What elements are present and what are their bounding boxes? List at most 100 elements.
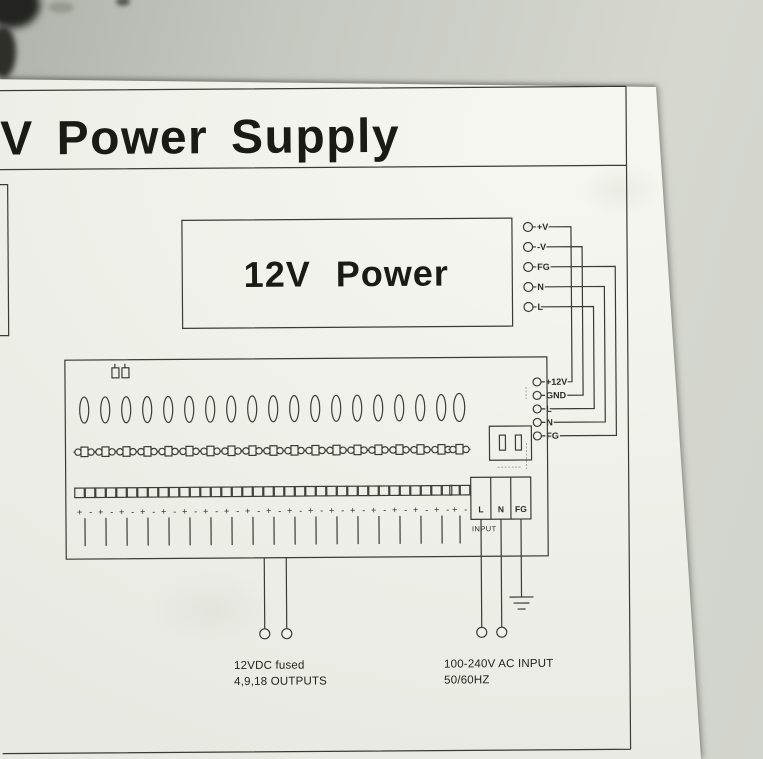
- power-supply-box-label: 12V Power: [244, 253, 449, 295]
- fuse-end-cap: [410, 445, 418, 454]
- fuse-holder-icon: [310, 394, 321, 423]
- plus-label: +: [224, 506, 229, 516]
- wire: [532, 305, 595, 410]
- minus-label: -: [89, 507, 92, 517]
- fuse-holder-icon: [373, 394, 384, 422]
- spare-fuse-cartridge-icon: [498, 434, 507, 451]
- fuse-end-cap: [318, 446, 326, 455]
- plus-label: +: [392, 505, 397, 515]
- spare-fuse-box: [488, 425, 533, 461]
- fuse-body-icon: [185, 445, 194, 457]
- plus-label: +: [434, 505, 439, 515]
- output-terminal: [336, 485, 348, 497]
- fuse-holder-icon: [121, 396, 132, 424]
- output-terminal: [273, 486, 285, 497]
- fuse-end-cap: [150, 447, 158, 456]
- board-terminal: [532, 377, 542, 387]
- fine-print-marks: [497, 386, 528, 469]
- psu-terminal-label: -V: [537, 242, 546, 252]
- minus-label: -: [341, 505, 344, 515]
- output-terminal: [305, 485, 316, 497]
- fuse-body-icon: [437, 443, 446, 455]
- dc-output-terminal: [259, 628, 271, 640]
- ac-input-wires: [480, 519, 503, 628]
- ac-input-label: INPUT: [472, 524, 497, 533]
- output-terminal: [105, 487, 117, 499]
- fuse-body-icon: [248, 445, 257, 457]
- minus-label: -: [278, 506, 281, 516]
- output-terminal: [399, 485, 411, 496]
- psu-terminal: [523, 261, 534, 273]
- power-supply-box: [181, 217, 514, 329]
- ac-terminal-label: N: [498, 504, 504, 514]
- plus-label: +: [452, 504, 457, 514]
- output-terminal: [357, 485, 369, 497]
- wall-stain-left: [0, 26, 16, 78]
- output-terminal: [179, 486, 190, 498]
- output-terminal: [210, 486, 222, 498]
- wall-smudge: [48, 2, 74, 13]
- plus-label: +: [140, 507, 145, 517]
- fuse-end-cap: [158, 447, 166, 456]
- psu-terminal: [523, 301, 534, 313]
- fuse-holder-icon: [184, 395, 195, 423]
- board-terminal: [532, 404, 542, 414]
- minus-label: -: [383, 505, 386, 515]
- output-terminal: [95, 487, 106, 499]
- psu-terminal-label: N: [537, 282, 544, 292]
- board-terminal: [532, 417, 542, 428]
- fuse-holder-icon: [331, 394, 342, 422]
- minus-label: -: [152, 507, 155, 517]
- fuse-end-cap: [171, 447, 179, 456]
- fuse-body-icon: [80, 446, 89, 458]
- fuse-end-cap: [462, 445, 470, 454]
- wire: [532, 226, 573, 383]
- minus-label: -: [446, 505, 449, 515]
- minus-label: -: [131, 507, 134, 517]
- plus-label: +: [350, 505, 355, 515]
- plus-label: +: [77, 507, 82, 517]
- wire: [532, 265, 617, 437]
- fuse-and-output-rows: +-+-+-+-+-+-+-+-+-+-+-+-+-+-+-+-+-+-+-: [73, 392, 471, 547]
- output-terminal: [294, 485, 306, 497]
- output-terminal: [389, 485, 400, 497]
- ac-input-caption-line2: 50/60HZ: [444, 674, 490, 686]
- fuse-end-cap: [74, 448, 82, 456]
- output-terminal: [326, 485, 337, 497]
- fuse-holder-icon: [415, 394, 426, 422]
- output-terminal: [84, 487, 96, 499]
- fuse-body-icon: [395, 444, 404, 456]
- output-terminal: [231, 486, 243, 498]
- fuse-end-cap: [221, 447, 229, 455]
- output-terminal: [315, 485, 327, 497]
- fuse-holder-icon: [247, 395, 258, 423]
- plus-label: +: [203, 506, 208, 516]
- plus-label: +: [266, 506, 271, 516]
- fuse-body-icon: [122, 446, 131, 457]
- wall-speck: [116, 0, 130, 6]
- printed-frame: [0, 85, 632, 755]
- plus-label: +: [329, 505, 334, 515]
- psu-terminal: [523, 281, 534, 293]
- plus-label: +: [98, 507, 103, 517]
- fuse-end-cap: [179, 447, 187, 456]
- fuse-end-cap: [449, 445, 457, 454]
- fuse-body-icon: [290, 444, 299, 456]
- fuse-end-cap: [297, 446, 305, 455]
- psu-terminal-label: +V: [537, 222, 548, 232]
- plus-label: +: [308, 505, 313, 515]
- minus-label: -: [299, 506, 302, 516]
- fuse-holder-icon: [205, 395, 216, 423]
- fuse-end-cap: [381, 446, 389, 454]
- minus-label: -: [257, 506, 260, 516]
- fuse-end-cap: [95, 448, 103, 456]
- plus-label: +: [119, 507, 124, 517]
- fuse-body-icon: [353, 444, 362, 456]
- fuse-holder-icon: [79, 396, 90, 424]
- minus-label: -: [110, 507, 113, 517]
- fuse-end-cap: [347, 446, 355, 455]
- fuse-body-icon: [455, 443, 464, 455]
- minus-label: -: [464, 504, 467, 514]
